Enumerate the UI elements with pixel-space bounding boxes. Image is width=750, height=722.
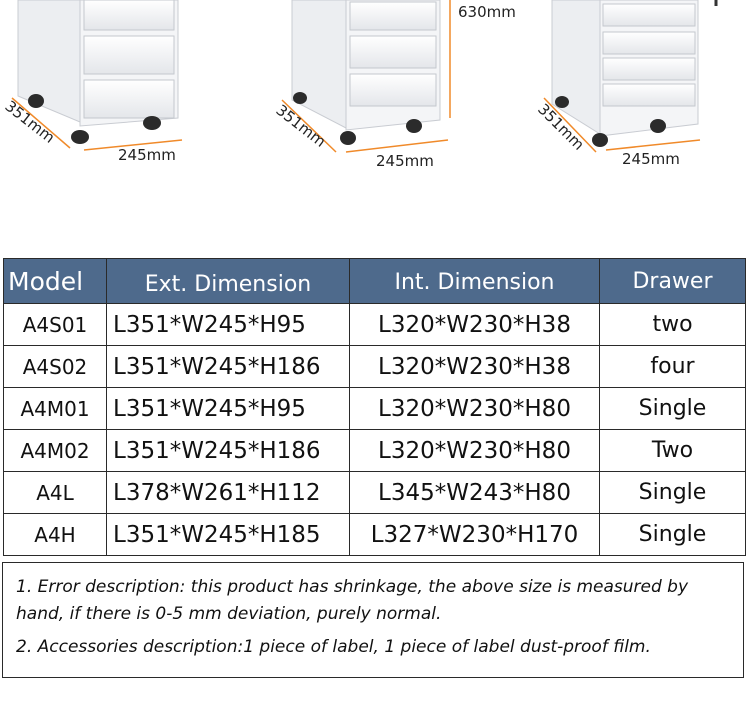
unit-a-width-label: 245mm: [118, 146, 176, 164]
product-dimension-images: 351mm 245mm 630mm 351mm 245mm 351mm 245m…: [2, 0, 718, 170]
int-dimension-cell: L320*W230*H80: [349, 429, 600, 472]
ext-dimension-cell: L351*W245*H95: [106, 387, 350, 430]
ext-dimension-cell: L351*W245*H185: [106, 513, 350, 556]
drawer-cell: two: [599, 303, 746, 346]
int-dimension-cell: L320*W230*H38: [349, 345, 600, 388]
table-row: A4H L351*W245*H185 L327*W230*H170 Single: [3, 513, 746, 556]
table-row: A4L L378*W261*H112 L345*W243*H80 Single: [3, 471, 746, 514]
error-description-note: 1. Error description: this product has s…: [16, 577, 689, 624]
table-row: A4M01 L351*W245*H95 L320*W230*H80 Single: [3, 387, 746, 430]
model-cell: A4S02: [3, 345, 107, 388]
model-cell: A4L: [3, 471, 107, 514]
drawer-cell: four: [599, 345, 746, 388]
int-dimension-cell: L327*W230*H170: [349, 513, 600, 556]
table-header-row: Model Ext. Dimension Int. Dimension Draw…: [3, 258, 746, 304]
cart-image-left: [11, 0, 183, 151]
header-int-dimension: Int. Dimension: [349, 258, 600, 304]
table-row: A4M02 L351*W245*H186 L320*W230*H80 Two: [3, 429, 746, 472]
accessories-description-note: 2. Accessories description:1 piece of la…: [16, 637, 651, 657]
cart-image-middle: [281, 0, 451, 153]
drawer-cell: Two: [599, 429, 746, 472]
model-cell: A4M01: [3, 387, 107, 430]
model-cell: A4S01: [3, 303, 107, 346]
table-row: A4S02 L351*W245*H186 L320*W230*H38 four: [3, 345, 746, 388]
cart-image-right: [543, 0, 718, 153]
header-model: Model: [3, 258, 107, 304]
unit-c-width-label: 245mm: [622, 150, 680, 168]
header-drawer: Drawer: [599, 258, 746, 304]
header-ext-dimension: Ext. Dimension: [106, 258, 350, 304]
spec-table: Model Ext. Dimension Int. Dimension Draw…: [3, 258, 746, 556]
drawer-cell: Single: [599, 513, 746, 556]
int-dimension-cell: L320*W230*H80: [349, 387, 600, 430]
ext-dimension-cell: L351*W245*H186: [106, 345, 350, 388]
model-cell: A4M02: [3, 429, 107, 472]
ext-dimension-cell: L351*W245*H95: [106, 303, 350, 346]
unit-b-width-label: 245mm: [376, 152, 434, 170]
drawer-cell: Single: [599, 387, 746, 430]
model-cell: A4H: [3, 513, 107, 556]
notes-box: 1. Error description: this product has s…: [2, 562, 744, 678]
int-dimension-cell: L320*W230*H38: [349, 303, 600, 346]
ext-dimension-cell: L351*W245*H186: [106, 429, 350, 472]
drawer-cell: Single: [599, 471, 746, 514]
table-row: A4S01 L351*W245*H95 L320*W230*H38 two: [3, 303, 746, 346]
unit-b-height-label: 630mm: [458, 3, 516, 21]
ext-dimension-cell: L378*W261*H112: [106, 471, 350, 514]
int-dimension-cell: L345*W243*H80: [349, 471, 600, 514]
